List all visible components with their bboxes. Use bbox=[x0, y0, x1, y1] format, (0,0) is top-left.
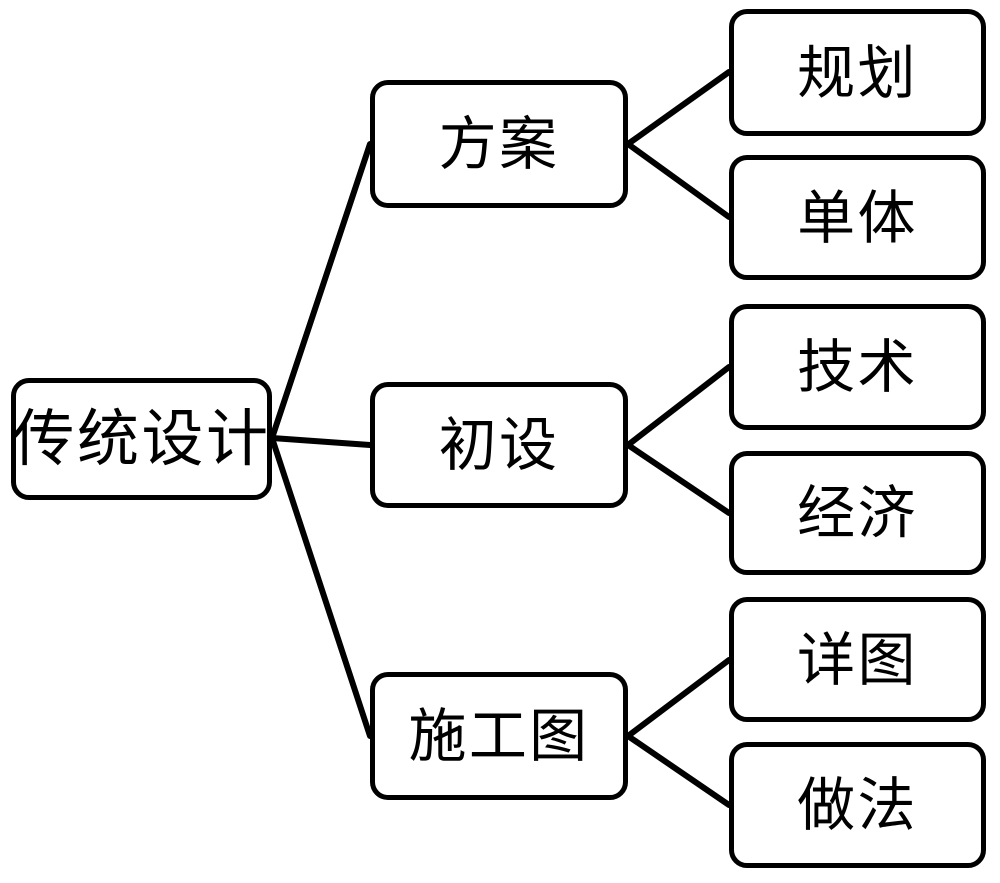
node-branch-chushe[interactable]: 初设 bbox=[370, 382, 628, 508]
node-label-branch-chushe: 初设 bbox=[438, 411, 560, 479]
node-label-root: 传统设计 bbox=[12, 402, 271, 475]
node-branch-fangan[interactable]: 方案 bbox=[370, 80, 628, 208]
node-leaf-xiangtu[interactable]: 详图 bbox=[729, 597, 986, 722]
connector-fangan-to-danti bbox=[625, 141, 732, 220]
node-label-leaf-xiangtu: 详图 bbox=[797, 625, 918, 694]
node-label-leaf-danti: 单体 bbox=[797, 183, 918, 252]
node-leaf-jingji[interactable]: 经济 bbox=[729, 451, 986, 575]
connector-shigongtu-to-xiangtu bbox=[625, 657, 732, 739]
node-leaf-jishu[interactable]: 技术 bbox=[729, 304, 986, 430]
node-leaf-danti[interactable]: 单体 bbox=[729, 155, 986, 280]
node-label-branch-shigongtu: 施工图 bbox=[408, 702, 590, 770]
connector-chushe-to-jishu bbox=[625, 364, 732, 448]
node-leaf-guihua[interactable]: 规划 bbox=[729, 9, 986, 136]
connector-root-to-fangan bbox=[269, 141, 373, 441]
connector-chushe-to-jingji bbox=[625, 442, 732, 516]
node-label-leaf-guihua: 规划 bbox=[797, 38, 918, 107]
node-label-leaf-jingji: 经济 bbox=[797, 479, 918, 547]
node-leaf-zuofa[interactable]: 做法 bbox=[729, 742, 986, 868]
node-label-leaf-jishu: 技术 bbox=[797, 333, 918, 401]
node-root-traditional-design[interactable]: 传统设计 bbox=[11, 378, 272, 500]
connector-root-to-chushe bbox=[269, 435, 373, 448]
connector-root-to-shigongtu bbox=[269, 435, 373, 739]
connector-shigongtu-to-zuofa bbox=[625, 733, 732, 808]
node-label-branch-fangan: 方案 bbox=[438, 110, 560, 178]
node-branch-shigongtu[interactable]: 施工图 bbox=[370, 672, 628, 800]
node-label-leaf-zuofa: 做法 bbox=[797, 771, 918, 839]
connector-fangan-to-guihua bbox=[625, 69, 732, 147]
